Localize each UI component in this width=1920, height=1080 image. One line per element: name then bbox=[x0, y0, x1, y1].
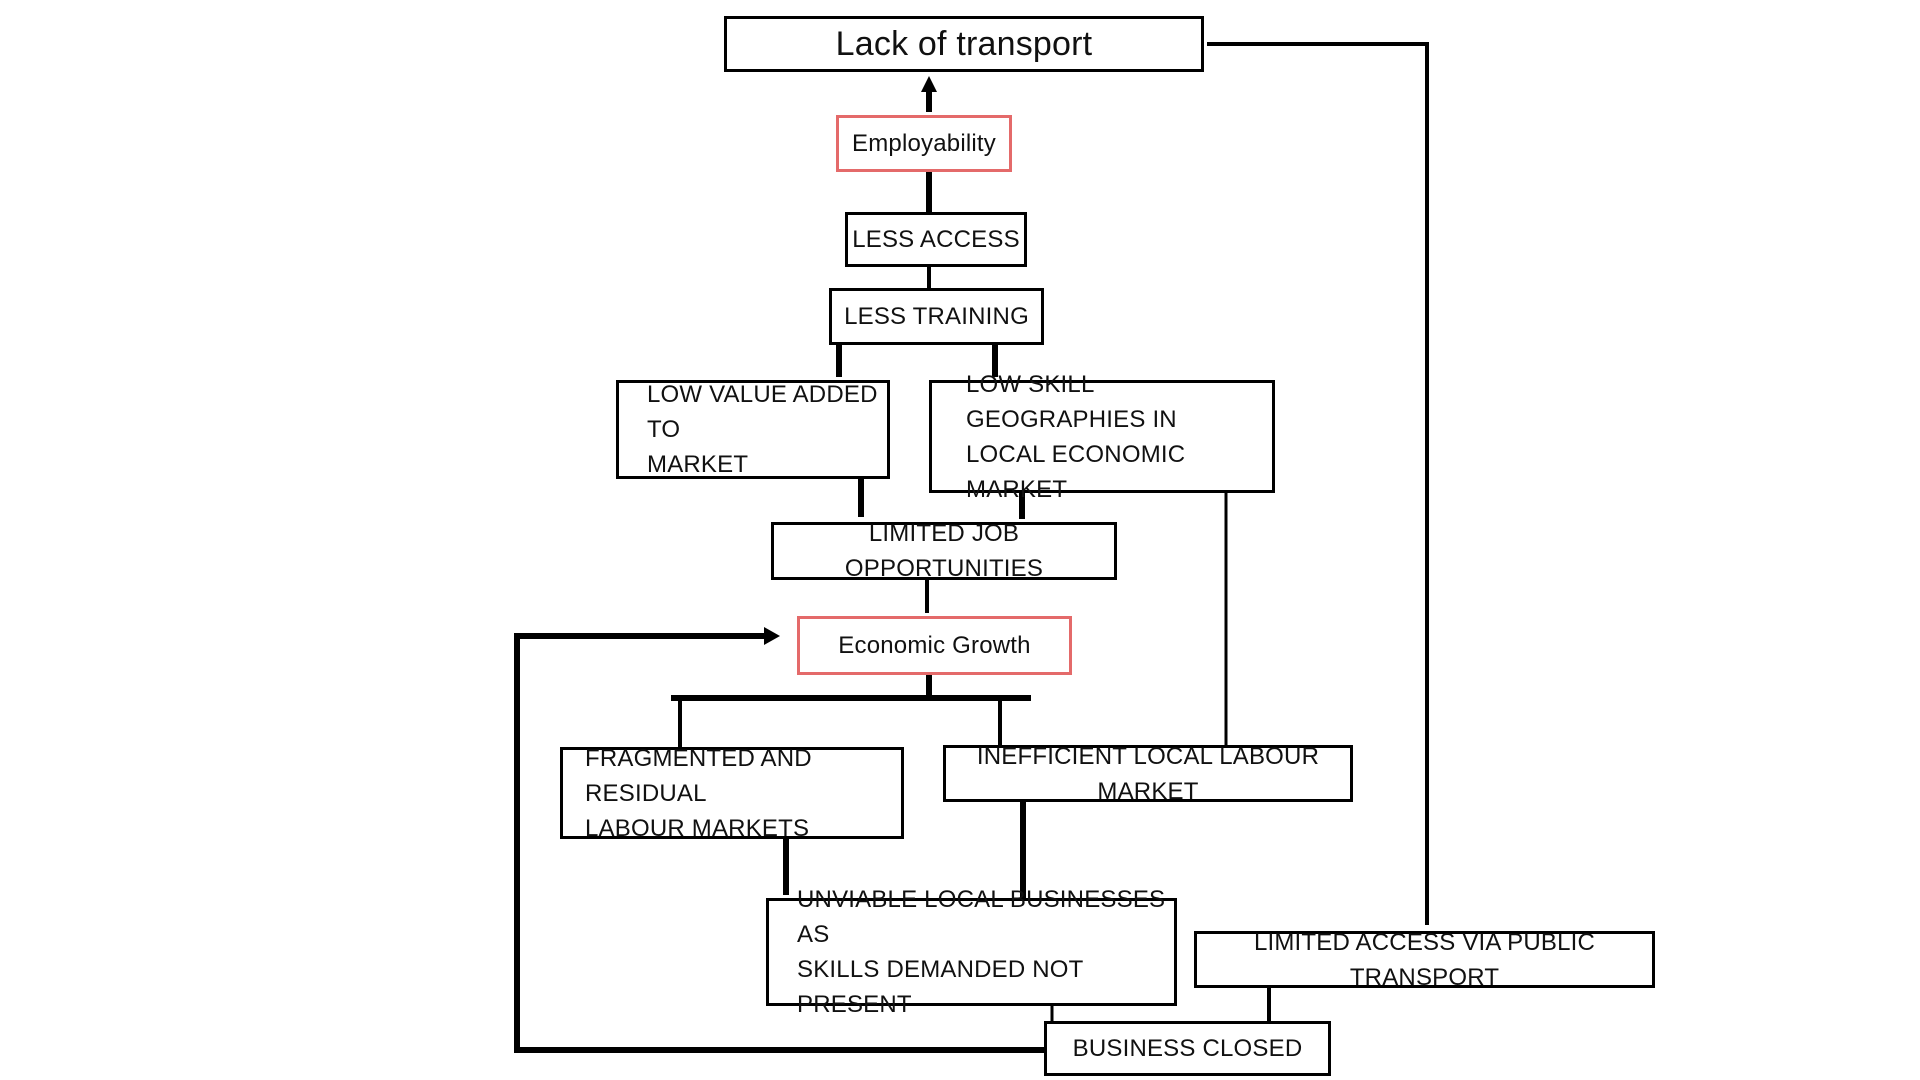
node-limited-public-transport-label: LIMITED ACCESS VIA PUBLIC TRANSPORT bbox=[1253, 928, 1596, 991]
node-fragmented-labour-markets: FRAGMENTED AND RESIDUAL LABOUR MARKETS bbox=[560, 745, 904, 842]
node-limited-public-transport: LIMITED ACCESS VIA PUBLIC TRANSPORT bbox=[1194, 929, 1655, 991]
node-less-access: LESS ACCESS bbox=[845, 212, 1027, 267]
node-inefficient-labour-market-label: INEFFICIENT LOCAL LABOUR MARKET bbox=[976, 742, 1320, 805]
node-employability-label: Employability bbox=[852, 130, 996, 157]
node-limited-job-opportunities-label: LIMITED JOB OPPORTUNITIES bbox=[844, 520, 1044, 582]
node-fragmented-labour-markets-label: FRAGMENTED AND RESIDUAL LABOUR MARKETS bbox=[585, 744, 812, 842]
node-lack-of-transport: Lack of transport bbox=[724, 16, 1204, 72]
node-economic-growth: Economic Growth bbox=[797, 616, 1072, 675]
node-less-training: LESS TRAINING bbox=[829, 288, 1044, 345]
node-employability: Employability bbox=[836, 115, 1012, 172]
node-business-closed: BUSINESS CLOSED bbox=[1044, 1021, 1331, 1076]
node-less-training-label: LESS TRAINING bbox=[844, 303, 1029, 330]
node-less-access-label: LESS ACCESS bbox=[852, 226, 1020, 253]
connector-business-closed-feedback-loop bbox=[514, 633, 1047, 1053]
arrowhead-up bbox=[921, 76, 937, 92]
node-economic-growth-label: Economic Growth bbox=[838, 632, 1031, 659]
node-inefficient-labour-market: INEFFICIENT LOCAL LABOUR MARKET bbox=[943, 743, 1353, 805]
node-low-skill-geographies-label: LOW SKILL GEOGRAPHIES IN LOCAL ECONOMIC … bbox=[966, 370, 1186, 503]
node-low-value-added-label: LOW VALUE ADDED TO MARKET bbox=[647, 381, 878, 478]
node-low-value-added: LOW VALUE ADDED TO MARKET bbox=[616, 380, 890, 479]
node-unviable-businesses-label: UNVIABLE LOCAL BUSINESSES AS SKILLS DEMA… bbox=[797, 886, 1166, 1018]
arrowhead-right bbox=[764, 627, 780, 645]
node-limited-job-opportunities: LIMITED JOB OPPORTUNITIES bbox=[771, 520, 1117, 582]
node-lack-of-transport-label: Lack of transport bbox=[835, 24, 1093, 63]
connector-lack-of-transport-to-public-transport bbox=[1207, 42, 1429, 925]
node-low-skill-geographies: LOW SKILL GEOGRAPHIES IN LOCAL ECONOMIC … bbox=[929, 371, 1275, 503]
node-business-closed-label: BUSINESS CLOSED bbox=[1072, 1035, 1303, 1062]
node-unviable-businesses: UNVIABLE LOCAL BUSINESSES AS SKILLS DEMA… bbox=[766, 886, 1177, 1018]
